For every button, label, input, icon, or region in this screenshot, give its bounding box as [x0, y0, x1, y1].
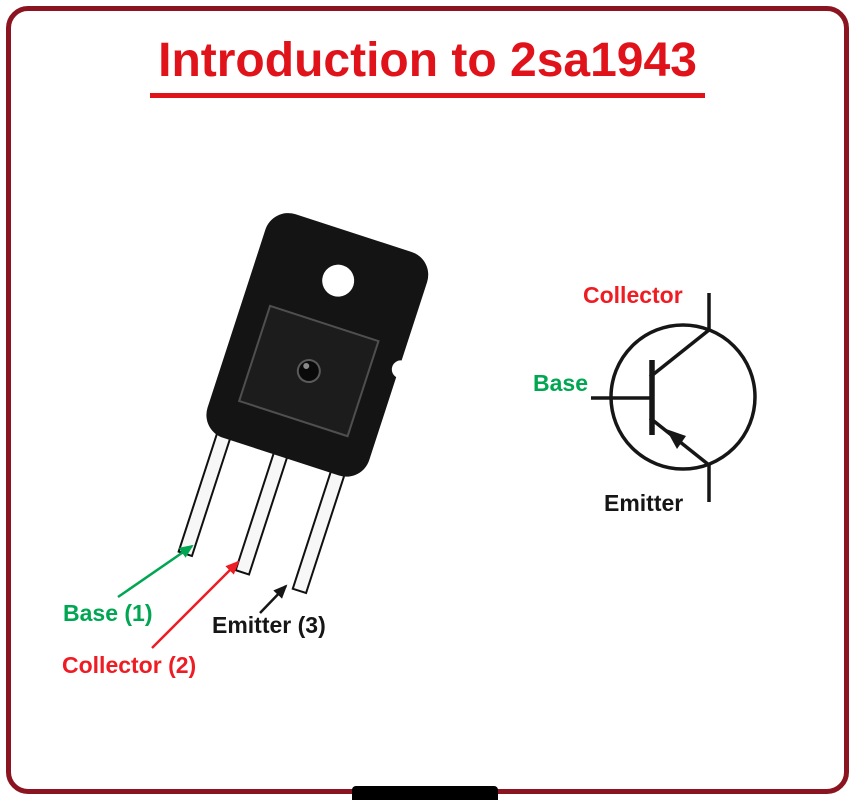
symbol-base-label: Base: [533, 370, 588, 396]
symbol-emitter-label: Emitter: [604, 490, 684, 516]
watermark-bar: [352, 786, 498, 800]
tab-rivet-highlight: [303, 362, 310, 369]
pnp-transistor-symbol: [591, 293, 757, 502]
pin-1-leg: [177, 417, 237, 558]
symbol-collector-lead: [648, 328, 711, 379]
edge-notch: [391, 360, 410, 379]
symbol-collector-label: Collector: [583, 282, 683, 308]
pin-3-leg: [291, 454, 351, 595]
pin-2-leg: [234, 435, 294, 576]
emitter-pin-label: Emitter (3): [212, 612, 326, 638]
mounting-hole: [322, 264, 355, 297]
title-bar: Introduction to 2sa1943: [0, 35, 855, 99]
base-pin-label: Base (1): [63, 600, 153, 626]
page-title: Introduction to 2sa1943: [150, 35, 705, 99]
collector-pin-label: Collector (2): [62, 652, 197, 678]
transistor-package-image: [177, 213, 429, 595]
emitter-arrow-icon: [666, 429, 686, 449]
